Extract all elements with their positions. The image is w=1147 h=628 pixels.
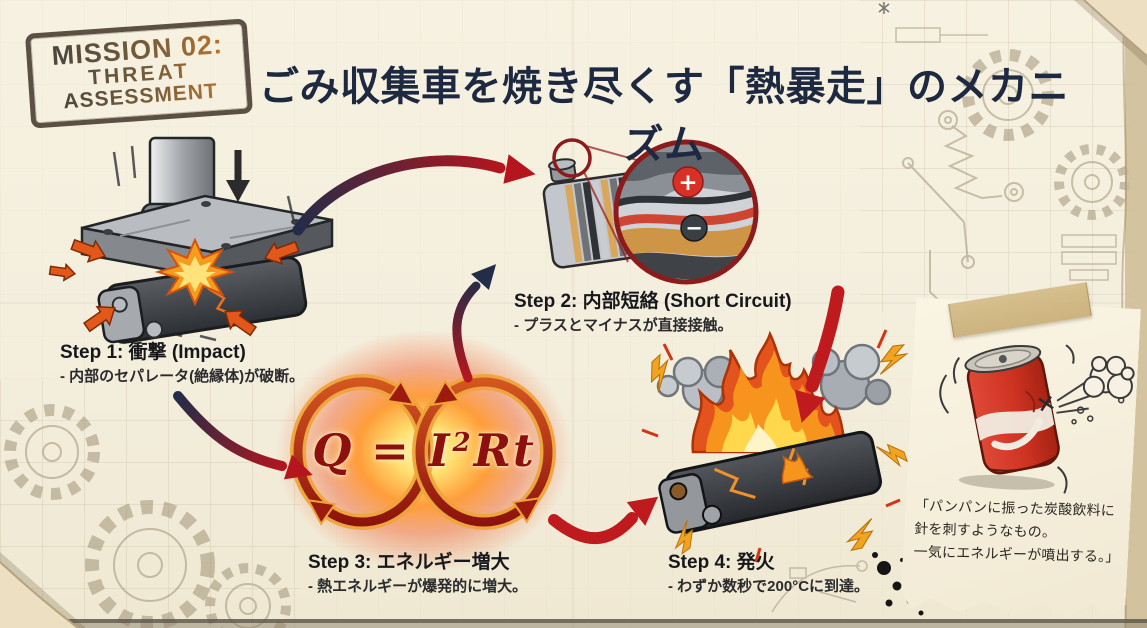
formula-current: I	[428, 424, 452, 477]
asterisk-mark	[878, 2, 890, 14]
note-line: 一気にエネルギーが噴出する。」	[913, 543, 1120, 565]
step-title: Step 4: 発火	[668, 552, 775, 573]
soda-can	[963, 341, 1063, 477]
page-title: ごみ収集車を焼き尽くす「熱暴走」のメカニズム	[259, 65, 1069, 167]
spring-sketch	[938, 110, 1024, 202]
step-title: Step 1: 衝撃 (Impact)	[60, 342, 246, 363]
soda-note: 「パンパンに振った炭酸飲料に 針を刺すようなもの。 一気にエネルギーが噴出する。…	[900, 297, 1141, 620]
soda-can-illustration	[906, 309, 1140, 503]
step-desc: - わずか数秒で200°Cに到達。	[668, 577, 870, 595]
formula-equals: =	[371, 424, 411, 477]
page-curl-top-right	[1074, 0, 1147, 66]
step-title: Step 2: 内部短絡 (Short Circuit)	[514, 291, 792, 312]
motion-arcs	[935, 339, 1074, 494]
caption-step-3: Step 3: エネルギー増大 - 熱エネルギーが爆発的に増大。	[308, 552, 527, 596]
droplets	[1072, 395, 1124, 426]
step-desc: - 熱エネルギーが爆発的に増大。	[308, 577, 528, 595]
page-curl-bottom-left	[0, 552, 86, 628]
step-desc: - 内部のセパレータ(絶縁体)が破断。	[60, 367, 305, 385]
foam-cloud	[1083, 355, 1134, 399]
gear-icon	[962, 49, 1054, 141]
step-desc: - プラスとマイナスが直接接触。	[514, 316, 733, 334]
component-sketch	[895, 27, 1117, 281]
formula-exponent: 2	[452, 428, 473, 458]
caption-step-4: Step 4: 発火 - わずか数秒で200°Cに到達。	[668, 552, 869, 596]
note-text: 「パンパンに振った炭酸飲料に 針を刺すようなもの。 一気にエネルギーが噴出する。…	[913, 494, 1125, 569]
mission-stamp: MISSION 02: THREAT ASSESSMENT	[24, 18, 254, 130]
step-title: Step 3: エネルギー増大	[308, 552, 510, 573]
formula-rt: Rt	[473, 424, 536, 477]
gear-icon	[205, 563, 291, 628]
formula-q: Q	[312, 424, 354, 477]
circuit-sketch	[771, 560, 868, 613]
swoosh-logo	[992, 421, 1043, 449]
bottom-edge-line	[0, 619, 1147, 628]
caption-step-1: Step 1: 衝撃 (Impact) - 内部のセパレータ(絶縁体)が破断。	[60, 342, 304, 386]
formula-text: Q = I2Rt	[292, 424, 556, 477]
caption-step-2: Step 2: 内部短絡 (Short Circuit) - プラスとマイナスが…	[514, 291, 792, 335]
can-shadow	[958, 473, 1055, 492]
gear-icon	[4, 404, 100, 500]
